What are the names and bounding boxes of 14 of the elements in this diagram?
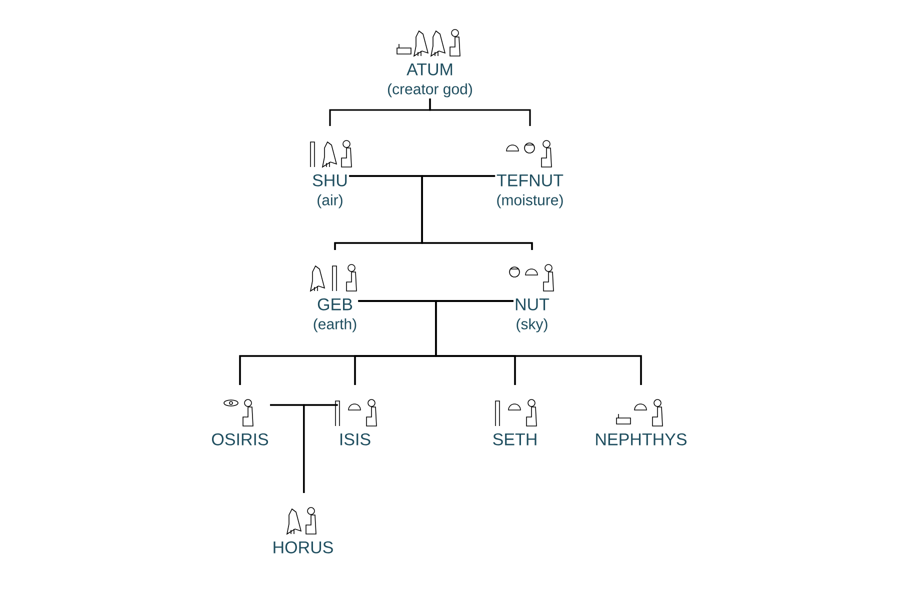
family-line [303, 404, 338, 493]
name-label: OSIRIS [212, 433, 268, 446]
name-label: NEPHTHYS [596, 433, 686, 446]
family-line [435, 300, 642, 385]
name-label: ATUM (creator god) [388, 64, 472, 98]
name-label: TEFNUT (moisture) [496, 174, 564, 208]
family-line [421, 175, 533, 250]
name-label: ISIS [340, 433, 370, 446]
name-label: GEB (earth) [314, 298, 356, 332]
name-label: NUT (sky) [516, 298, 550, 332]
name-label: SHU (air) [312, 174, 347, 208]
name-label: SETH [493, 433, 536, 446]
family-line [429, 98, 531, 126]
name-label: HORUS [274, 541, 333, 554]
